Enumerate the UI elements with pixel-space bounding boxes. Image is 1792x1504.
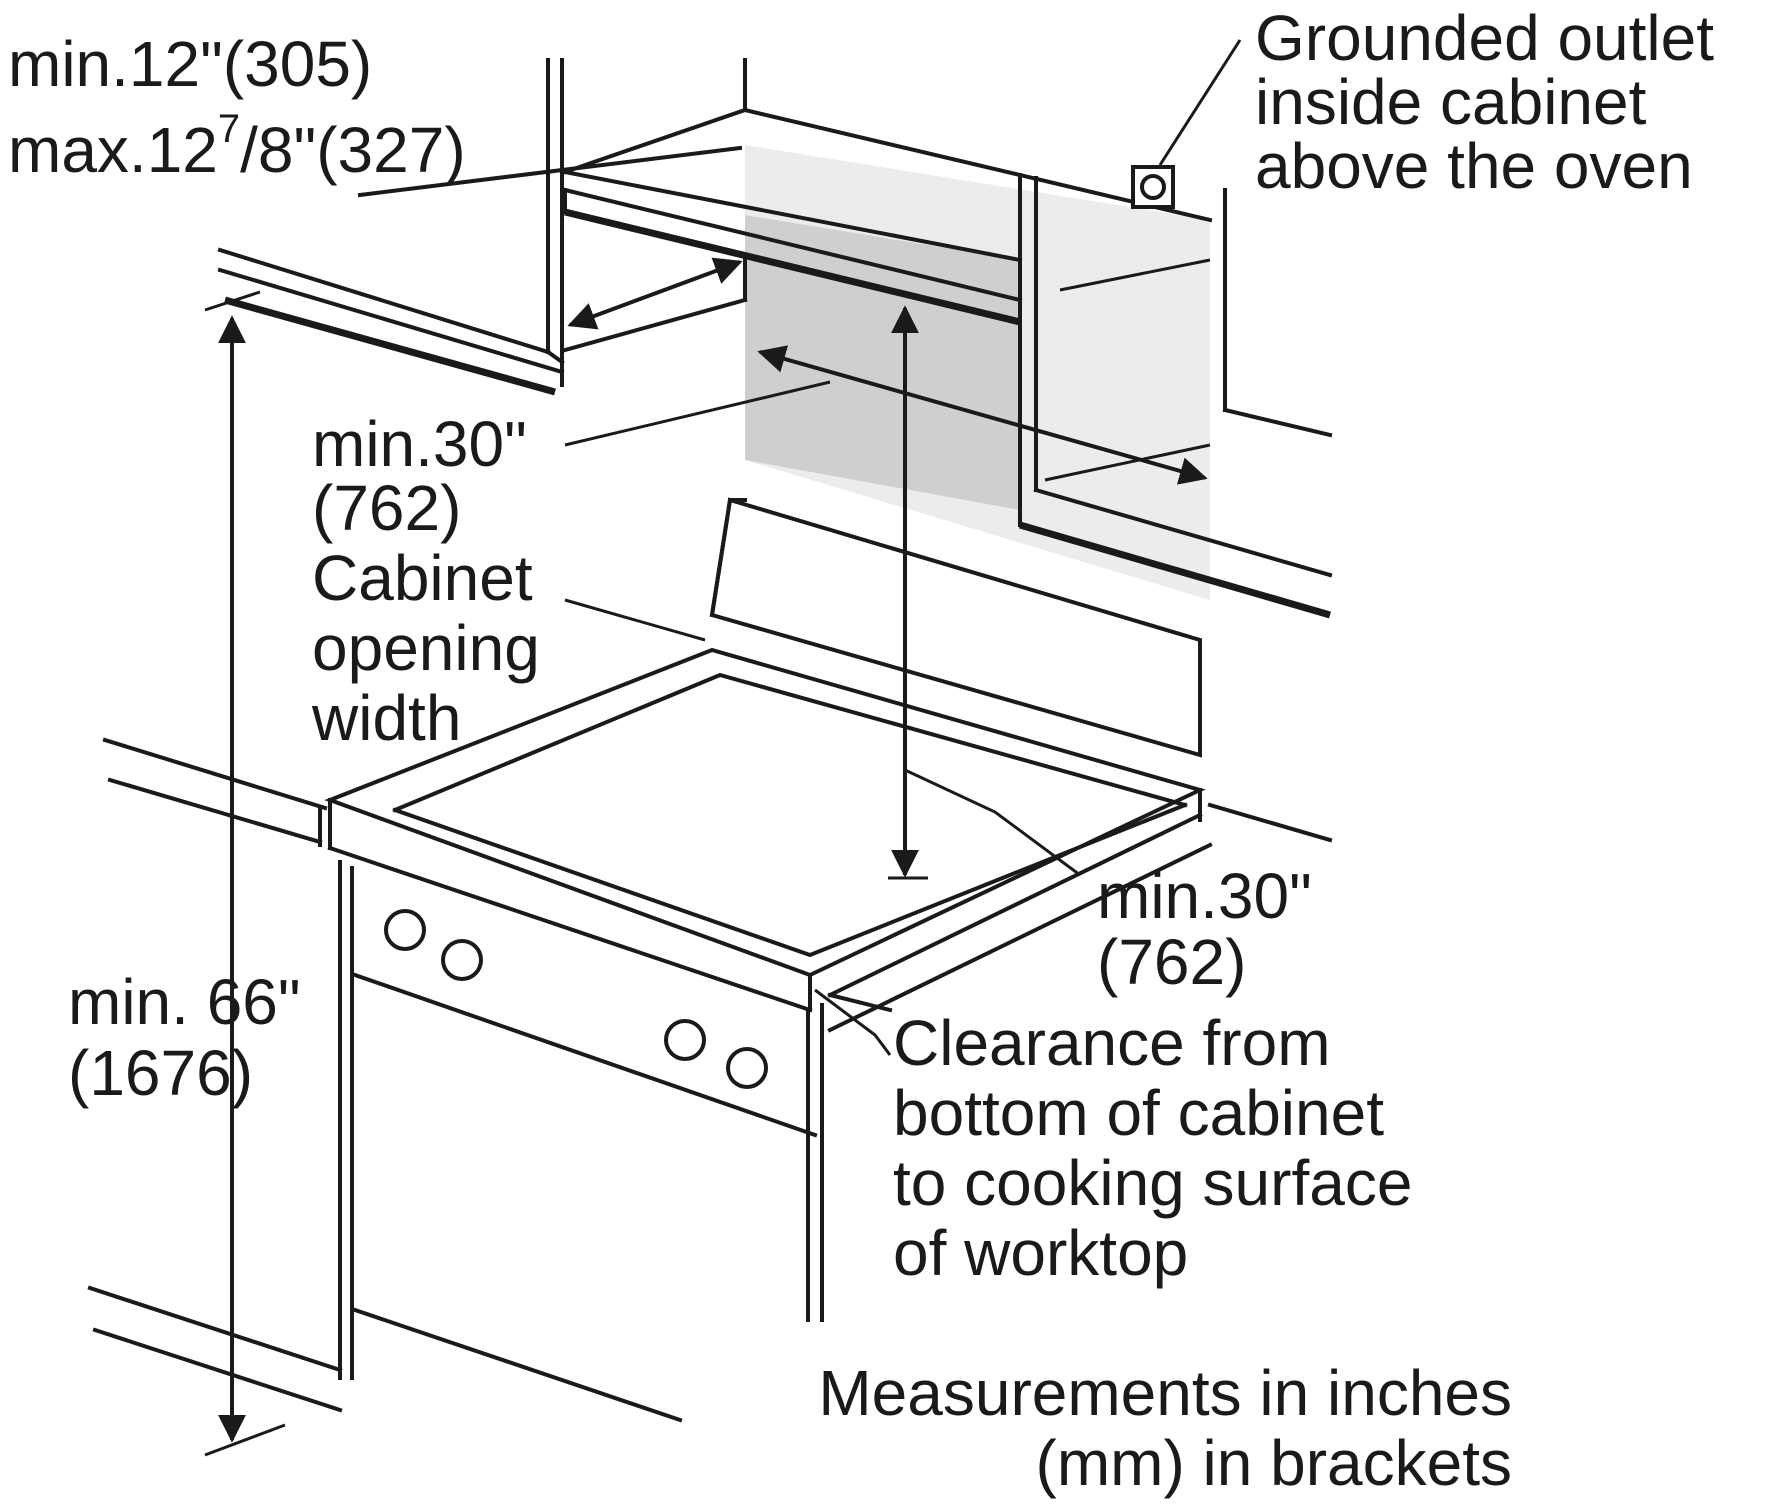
svg-text:min.12"(305): min.12"(305) — [8, 28, 372, 100]
opening-width-arrow — [757, 345, 1208, 485]
svg-text:(mm) in brackets: (mm) in brackets — [1036, 1427, 1513, 1499]
svg-text:min.30": min.30" — [312, 408, 527, 480]
leader-lines — [564, 380, 1081, 1056]
svg-text:min.30": min.30" — [1097, 860, 1312, 932]
svg-text:of worktop: of worktop — [893, 1217, 1188, 1289]
upper-cabinet — [217, 58, 1333, 619]
clearance-description-label: Clearance from bottom of cabinet to cook… — [893, 1007, 1412, 1289]
outlet-label: Grounded outlet inside cabinet above the… — [1255, 2, 1714, 202]
cabinet-depth-label: min.12"(305) max.127/8"(327) — [8, 28, 466, 186]
svg-text:min. 66": min. 66" — [68, 966, 301, 1038]
svg-text:inside cabinet: inside cabinet — [1255, 66, 1647, 138]
svg-text:Grounded outlet: Grounded outlet — [1255, 2, 1714, 74]
svg-text:opening: opening — [312, 612, 540, 684]
total-height-label: min. 66" (1676) — [68, 966, 301, 1109]
svg-text:Measurements in inches: Measurements in inches — [818, 1357, 1512, 1429]
svg-text:bottom of cabinet: bottom of cabinet — [893, 1077, 1384, 1149]
svg-text:(1676): (1676) — [68, 1037, 253, 1109]
dimension-lines — [204, 257, 1208, 1457]
opening-width-label: min.30" (762) Cabinet opening width — [311, 408, 540, 754]
svg-text:(762): (762) — [1097, 926, 1246, 998]
svg-text:Cabinet: Cabinet — [312, 542, 533, 614]
countertop-lines — [87, 737, 1333, 1413]
svg-text:width: width — [311, 682, 461, 754]
grounded-outlet-icon — [1131, 165, 1175, 209]
range-oven — [324, 497, 1206, 1423]
svg-text:Clearance from: Clearance from — [893, 1007, 1331, 1079]
svg-text:max.127/8"(327): max.127/8"(327) — [8, 107, 466, 186]
cooktop-clearance-label: min.30" (762) — [1097, 860, 1312, 998]
outlet-leader-line — [1158, 39, 1242, 166]
svg-text:to cooking surface: to cooking surface — [893, 1147, 1412, 1219]
cabinet-depth-arrow — [567, 257, 743, 330]
wall-shading — [745, 145, 1210, 600]
svg-text:(762): (762) — [312, 472, 461, 544]
units-note-label: Measurements in inches (mm) in brackets — [818, 1357, 1512, 1499]
svg-text:above the oven: above the oven — [1255, 130, 1693, 202]
